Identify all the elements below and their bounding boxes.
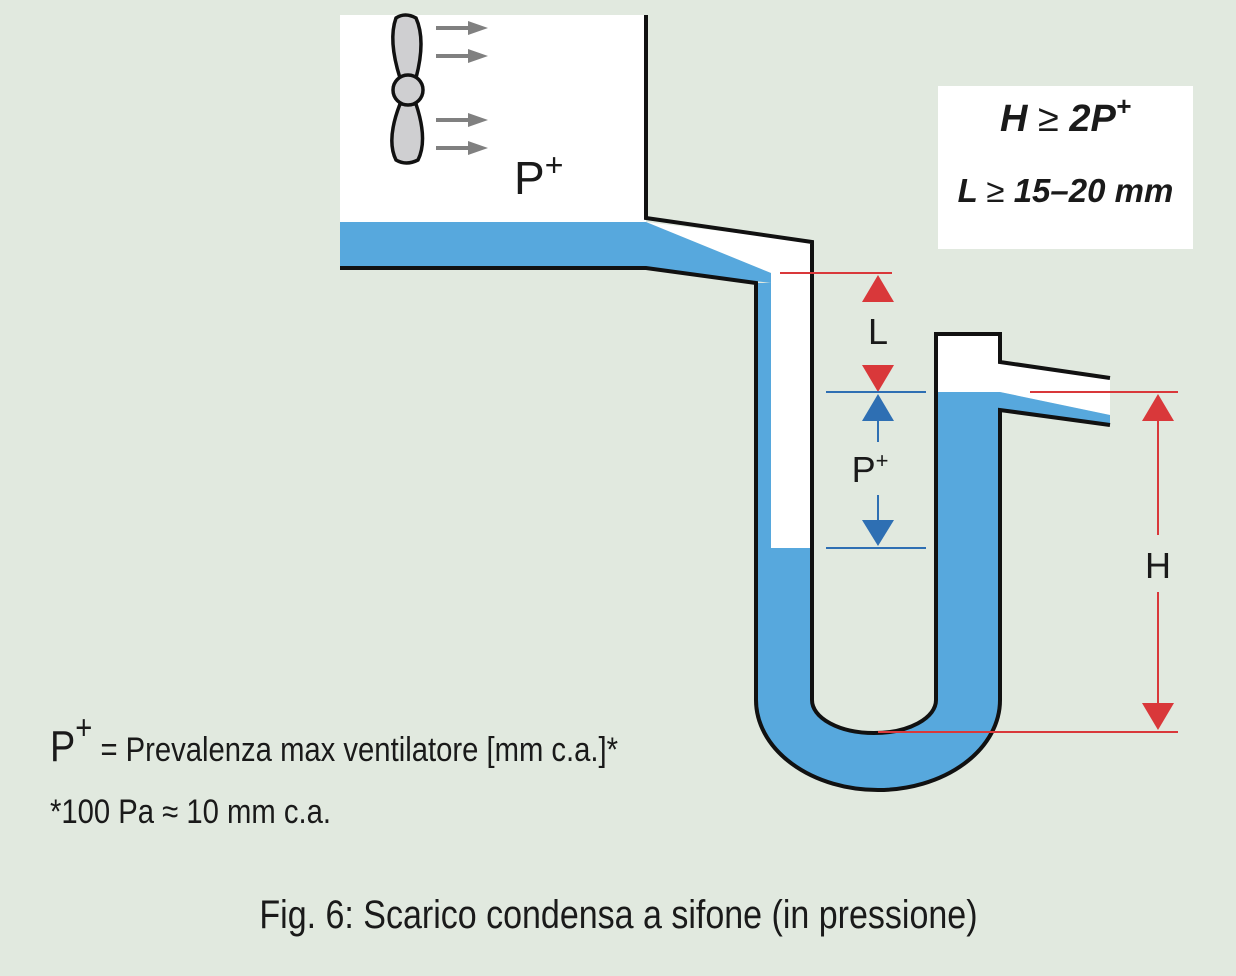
formula-h-rel: ≥ (1037, 98, 1059, 140)
dimension-l: L (780, 272, 894, 392)
dim-p-label: P+ (852, 448, 889, 490)
dim-l-label: L (868, 311, 888, 352)
fan-chamber (340, 15, 646, 222)
fan-icon (390, 13, 425, 165)
formula-box: H ≥ 2P+ L ≥ 15–20 mm (938, 86, 1193, 249)
legend-symbol-sup: + (75, 709, 93, 747)
figure-caption: Fig. 6: Scarico condensa a sifone (in pr… (0, 893, 1236, 938)
airflow-arrows (436, 21, 488, 155)
left-leg-water (756, 548, 812, 708)
right-leg-water (936, 392, 1000, 704)
formula-l-rel: ≥ (986, 172, 1005, 209)
drain-pipe-air (646, 222, 812, 548)
formula-l-var: L (957, 172, 978, 209)
formula-h-rhs: 2P (1069, 98, 1116, 140)
formula-h-sup: + (1115, 91, 1132, 121)
fan-pressure-label: P+ (514, 147, 563, 204)
pipe-outline (340, 15, 1111, 792)
outlet-water (1000, 392, 1110, 425)
legend-note: *100 Pa ≈ 10 mm c.a. (50, 793, 331, 831)
dimension-p: P+ (826, 391, 926, 549)
formula-l-rhs: 15–20 mm (1013, 172, 1174, 209)
right-leg-air (936, 334, 1000, 392)
legend-symbol-letter: P (50, 722, 76, 771)
legend-symbol: P+ (50, 711, 92, 771)
u-bend-water (756, 700, 1000, 790)
left-leg-water-thin (756, 283, 771, 553)
formula-h-var: H (999, 98, 1028, 140)
legend-definition: P+ = Prevalenza max ventilatore [mm c.a.… (50, 711, 619, 772)
formula-h: H ≥ 2P+ (938, 93, 1193, 141)
legend-definition-text: = Prevalenza max ventilatore [mm c.a.]* (100, 731, 619, 769)
formula-l: L ≥ 15–20 mm (938, 172, 1193, 210)
figure-caption-text: Fig. 6: Scarico condensa a sifone (in pr… (258, 893, 978, 937)
dimension-h: H (878, 391, 1178, 733)
dim-h-label: H (1145, 545, 1171, 586)
